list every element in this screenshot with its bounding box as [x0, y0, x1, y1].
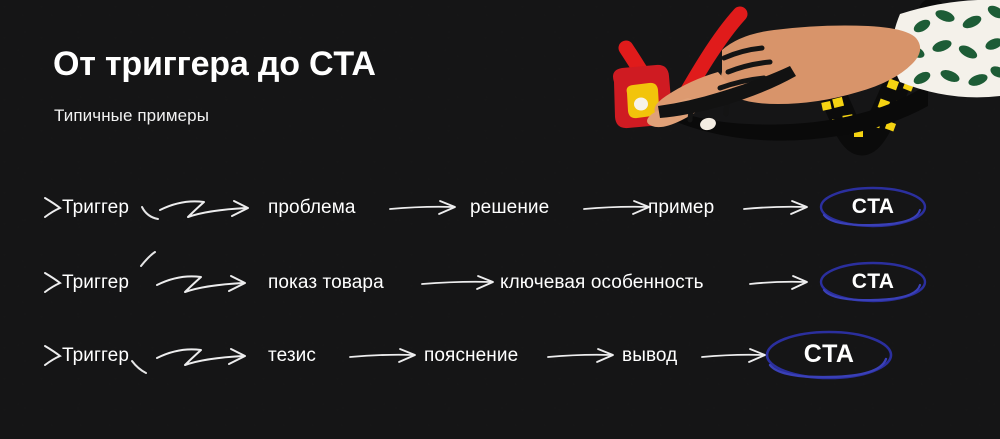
- flow-3-step-2: пояснение: [424, 345, 519, 366]
- hand-pressing-button-icon: [647, 25, 921, 131]
- flow-2-step-1: показ товара: [268, 272, 384, 293]
- flow-3-step-1: тезис: [268, 345, 316, 366]
- flow-2-cta-label: CTA: [851, 270, 895, 293]
- flow-3-cta-label: CTA: [803, 340, 855, 368]
- trigger-flourish-1: [138, 189, 164, 233]
- flow-1-step-2: решение: [470, 197, 550, 218]
- arrow-1-1: [388, 196, 462, 220]
- flow-row-2: Триггер показ товара ключевая особенност…: [0, 250, 1000, 311]
- hand-shadow: [658, 84, 928, 141]
- flow-2-cta[interactable]: CTA: [816, 258, 930, 308]
- flow-1-cta[interactable]: CTA: [816, 183, 930, 233]
- page-title: От триггера до CTA: [53, 45, 376, 83]
- flow-1-step-1: проблема: [268, 197, 356, 218]
- flow-3-cta[interactable]: CTA: [762, 327, 896, 385]
- leaf-pattern-sleeve-icon: [892, 0, 1000, 98]
- squiggle-arrow-3: [152, 334, 262, 378]
- trigger-flourish-3: [128, 341, 154, 385]
- flow-1-cta-label: CTA: [851, 195, 895, 218]
- arrow-2-1: [420, 271, 500, 295]
- flow-3-step-3: вывод: [622, 345, 678, 366]
- trigger-flourish-2: [136, 250, 162, 290]
- page-subtitle: Типичные примеры: [54, 106, 210, 125]
- flow-1-trigger: Триггер: [62, 197, 129, 218]
- arrow-2-2: [748, 271, 814, 295]
- trigger-chevron-1: [42, 188, 68, 228]
- flow-3-trigger: Триггер: [62, 345, 129, 366]
- flow-1-step-3: пример: [648, 197, 715, 218]
- flow-row-3: Триггер тезис пояснение вывод: [0, 328, 1000, 384]
- flow-2-step-2: ключевая особенность: [500, 272, 704, 293]
- arrow-3-2: [546, 344, 620, 368]
- hand-and-checkmark-illustration: [600, 0, 1000, 175]
- arrow-1-3: [742, 196, 814, 220]
- squiggle-arrow-1: [155, 186, 265, 230]
- trigger-chevron-2: [42, 263, 68, 303]
- arrow-3-3: [700, 344, 772, 368]
- flow-row-1: Триггер проблема решение пример: [0, 180, 1000, 236]
- arrow-1-2: [582, 196, 656, 220]
- trigger-chevron-3: [42, 336, 68, 376]
- arrow-3-1: [348, 344, 422, 368]
- squiggle-arrow-2: [152, 261, 262, 305]
- flow-2-trigger: Триггер: [62, 272, 129, 293]
